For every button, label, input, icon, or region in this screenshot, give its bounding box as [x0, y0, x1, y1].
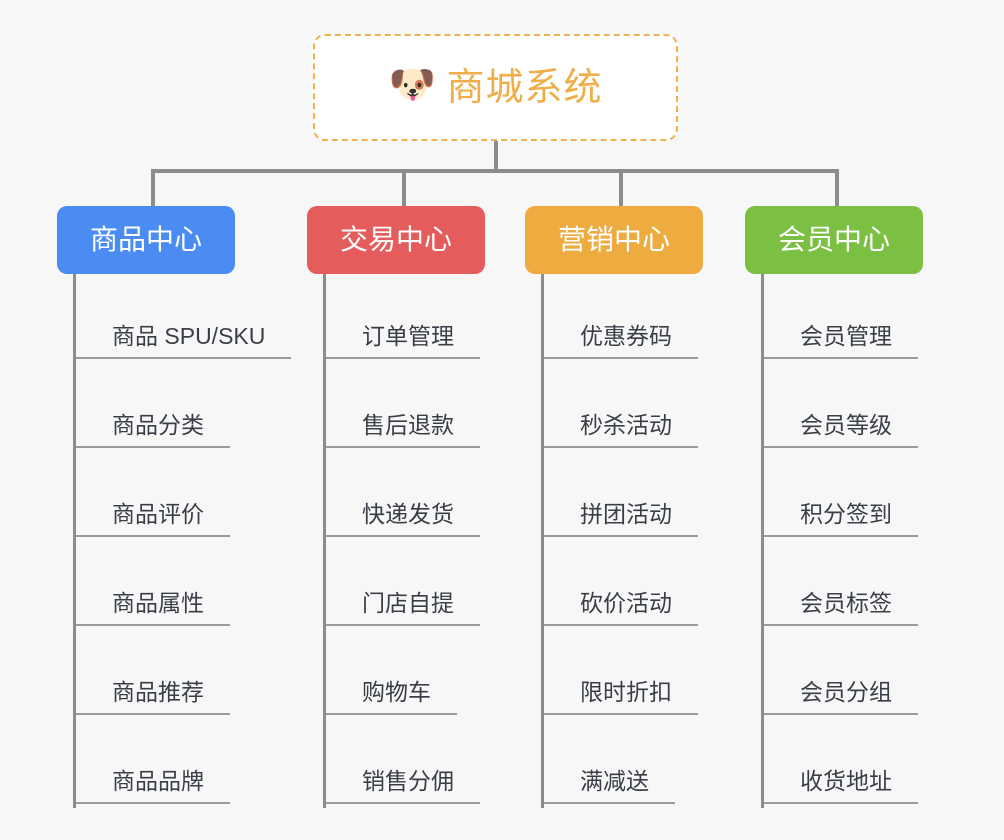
connector-horizontal-bus [151, 169, 838, 173]
list-item[interactable]: 销售分佣 [326, 719, 527, 808]
list-item[interactable]: 门店自提 [326, 541, 527, 630]
list-item[interactable]: 砍价活动 [544, 541, 745, 630]
list-item[interactable]: 订单管理 [326, 274, 527, 363]
list-item[interactable]: 会员等级 [764, 363, 975, 452]
connector-drop-4 [835, 169, 839, 206]
leaf-label: 会员分组 [764, 678, 918, 715]
list-item[interactable]: 快递发货 [326, 452, 527, 541]
category-column-营销中心: 营销中心 优惠券码 秒杀活动 拼团活动 砍价活动 限时折扣 满减送 [525, 206, 745, 808]
category-header-2[interactable]: 交易中心 [307, 206, 486, 274]
leaf-label: 限时折扣 [544, 678, 698, 715]
leaf-label: 购物车 [326, 678, 457, 715]
leaf-list-2: 订单管理 售后退款 快递发货 门店自提 购物车 销售分佣 [323, 274, 527, 808]
category-column-商品中心: 商品中心 商品 SPU/SKU 商品分类 商品评价 商品属性 商品推荐 商品品牌 [57, 206, 307, 808]
list-item[interactable]: 秒杀活动 [544, 363, 745, 452]
leaf-label: 会员管理 [764, 322, 918, 359]
connector-drop-1 [151, 169, 155, 206]
connector-drop-2 [402, 169, 406, 206]
list-item[interactable]: 拼团活动 [544, 452, 745, 541]
leaf-label: 售后退款 [326, 411, 480, 448]
leaf-label: 商品分类 [76, 411, 230, 448]
root-node[interactable]: 🐶 商城系统 [313, 34, 678, 141]
category-column-会员中心: 会员中心 会员管理 会员等级 积分签到 会员标签 会员分组 收货地址 [745, 206, 975, 808]
list-item[interactable]: 会员标签 [764, 541, 975, 630]
leaf-label: 砍价活动 [544, 589, 698, 626]
list-item[interactable]: 会员分组 [764, 630, 975, 719]
leaf-label: 会员等级 [764, 411, 918, 448]
leaf-label: 收货地址 [764, 767, 918, 804]
connector-drop-3 [619, 169, 623, 206]
list-item[interactable]: 售后退款 [326, 363, 527, 452]
leaf-label: 商品品牌 [76, 767, 230, 804]
leaf-list-1: 商品 SPU/SKU 商品分类 商品评价 商品属性 商品推荐 商品品牌 [73, 274, 307, 808]
list-item[interactable]: 商品 SPU/SKU [76, 274, 307, 363]
list-item[interactable]: 商品推荐 [76, 630, 307, 719]
list-item[interactable]: 购物车 [326, 630, 527, 719]
leaf-label: 商品推荐 [76, 678, 230, 715]
category-header-1[interactable]: 商品中心 [57, 206, 236, 274]
dog-face-icon: 🐶 [388, 63, 436, 106]
category-header-4[interactable]: 会员中心 [745, 206, 924, 274]
leaf-label: 商品评价 [76, 500, 230, 537]
list-item[interactable]: 商品品牌 [76, 719, 307, 808]
leaf-label: 秒杀活动 [544, 411, 698, 448]
leaf-label: 满减送 [544, 767, 675, 804]
leaf-label: 销售分佣 [326, 767, 480, 804]
leaf-label: 快递发货 [326, 500, 480, 537]
leaf-label: 积分签到 [764, 500, 918, 537]
category-column-交易中心: 交易中心 订单管理 售后退款 快递发货 门店自提 购物车 销售分佣 [307, 206, 527, 808]
list-item[interactable]: 收货地址 [764, 719, 975, 808]
leaf-label: 会员标签 [764, 589, 918, 626]
list-item[interactable]: 满减送 [544, 719, 745, 808]
root-title: 商城系统 [446, 66, 603, 109]
leaf-label: 优惠券码 [544, 322, 698, 359]
connector-root-stem [494, 141, 498, 171]
list-item[interactable]: 优惠券码 [544, 274, 745, 363]
list-item[interactable]: 商品属性 [76, 541, 307, 630]
leaf-label: 订单管理 [326, 322, 480, 359]
leaf-list-3: 优惠券码 秒杀活动 拼团活动 砍价活动 限时折扣 满减送 [541, 274, 745, 808]
list-item[interactable]: 商品评价 [76, 452, 307, 541]
leaf-label: 商品属性 [76, 589, 230, 626]
leaf-label: 商品 SPU/SKU [76, 322, 292, 359]
list-item[interactable]: 商品分类 [76, 363, 307, 452]
list-item[interactable]: 积分签到 [764, 452, 975, 541]
category-header-3[interactable]: 营销中心 [525, 206, 704, 274]
list-item[interactable]: 限时折扣 [544, 630, 745, 719]
leaf-list-4: 会员管理 会员等级 积分签到 会员标签 会员分组 收货地址 [761, 274, 975, 808]
leaf-label: 门店自提 [326, 589, 480, 626]
list-item[interactable]: 会员管理 [764, 274, 975, 363]
leaf-label: 拼团活动 [544, 500, 698, 537]
